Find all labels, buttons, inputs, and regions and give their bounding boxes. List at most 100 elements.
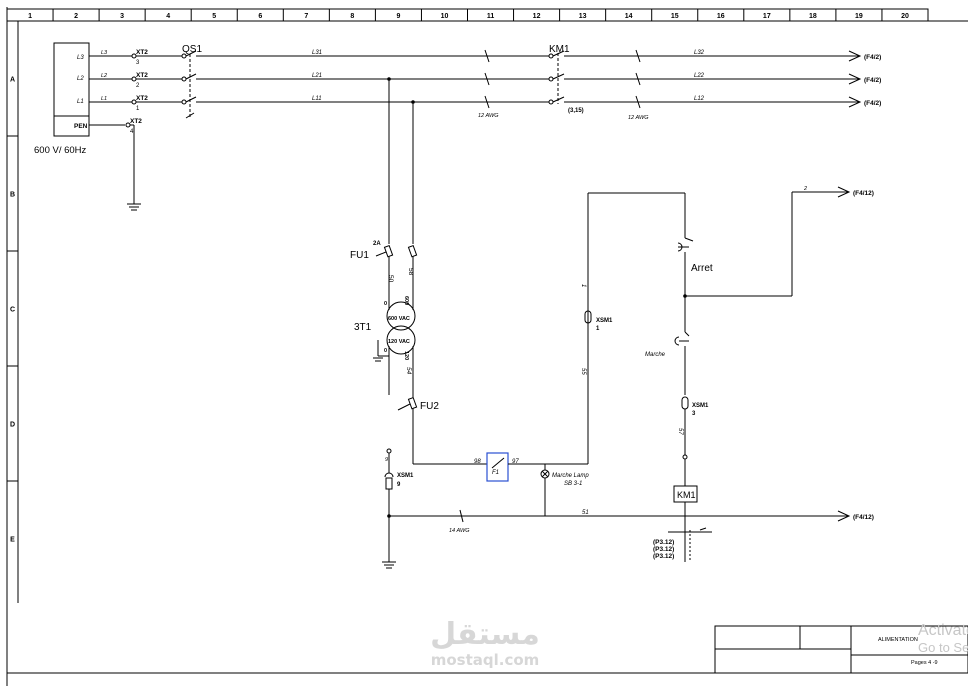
terminal-block-label-1: XT2 <box>136 95 148 102</box>
wire-label-l11: L11 <box>312 96 322 102</box>
fu1-label: FU1 <box>350 250 369 261</box>
qs1-disconnect-switch <box>181 50 197 119</box>
transformer-primary-rating: 600 VAC <box>388 316 410 322</box>
column-label: 10 <box>441 13 449 20</box>
wire-label-9: 9 <box>385 457 388 463</box>
column-label: 5 <box>212 13 216 20</box>
row-label: E <box>10 537 15 544</box>
terminal-node-9 <box>386 448 392 454</box>
column-label: 16 <box>717 13 725 20</box>
gauge-label-14awg: 14 AWG <box>449 528 470 534</box>
output-ref-51: (F4/12) <box>853 514 874 521</box>
output-arrow-l2 <box>848 73 862 85</box>
xsm1-terminal-9 <box>384 472 394 490</box>
terminal-number-4: 4 <box>130 129 134 135</box>
output-arrow-l1 <box>848 96 862 108</box>
f1-overload-relay[interactable] <box>486 452 509 482</box>
gauge-label-12awg-a: 12 AWG <box>478 113 499 119</box>
column-label: 2 <box>74 13 78 20</box>
f1-label: F1 <box>492 470 499 476</box>
km1-main-contacts <box>548 50 565 105</box>
f1-terminal-97: 97 <box>512 459 519 465</box>
lamp-ref: SB 3-1 <box>564 481 582 487</box>
column-label: 13 <box>579 13 587 20</box>
column-label: 11 <box>487 13 495 20</box>
row-label: C <box>10 307 15 314</box>
terminal-number-3: 3 <box>136 60 140 66</box>
xsm1-1-number: 1 <box>596 326 600 332</box>
gauge-tick-14awg <box>459 509 464 523</box>
km1-contact-ref: (3,15) <box>568 108 584 114</box>
column-label: 1 <box>28 13 32 20</box>
transformer-pin-s0: 0 <box>384 348 387 354</box>
fu1-fuse <box>375 244 418 300</box>
gauge-ticks-12awg-a <box>484 49 490 109</box>
gauge-ticks-12awg-b <box>635 49 641 109</box>
row-label: A <box>10 77 15 84</box>
stop-pushbutton[interactable] <box>677 237 694 296</box>
transformer-3t1 <box>386 300 416 395</box>
row-ruler-labels: A B C D E <box>10 77 15 544</box>
output-ref-2: (F4/12) <box>853 190 874 197</box>
output-arrow-2 <box>837 186 851 198</box>
output-arrow-l3 <box>848 50 862 62</box>
row-label: D <box>10 422 15 429</box>
wire-label-51: 51 <box>582 510 589 516</box>
km1-ref-3: (P3.12) <box>653 553 674 560</box>
ground-symbol-transformer <box>373 357 383 362</box>
title-block-title: ALIMENTATION <box>878 637 918 643</box>
column-label: 6 <box>258 13 262 20</box>
terminal-block-label-4: XT2 <box>130 118 142 125</box>
column-label: 15 <box>671 13 679 20</box>
fu1-rating: 2A <box>373 241 381 247</box>
fu2-label: FU2 <box>420 401 439 412</box>
wire-label-57: 57 <box>677 428 683 435</box>
row-label: B <box>10 192 15 199</box>
wire-label-55: 55 <box>580 368 586 375</box>
output-arrow-51 <box>837 510 851 522</box>
output-ref-l1: (F4/2) <box>864 100 881 107</box>
xsm1-terminal-3 <box>681 396 689 455</box>
qs1-label: QS1 <box>182 44 202 55</box>
mostaql-watermark: مستقل mostaql.com <box>424 618 546 674</box>
column-label: 7 <box>304 13 308 20</box>
title-block-pages: Pages 4 -9 <box>911 660 938 666</box>
wire-label-l31: L31 <box>312 50 322 56</box>
transformer-label: 3T1 <box>354 322 372 333</box>
output-ref-l3: (F4/2) <box>864 54 881 61</box>
column-label: 20 <box>901 13 909 20</box>
start-pushbutton[interactable] <box>674 331 690 395</box>
supply-voltage-label: 600 V/ 60Hz <box>34 145 87 156</box>
ground-symbol-pen <box>127 203 141 211</box>
watermark-latin: mostaql.com <box>430 651 540 669</box>
km1-ref-1: (P3.12) <box>653 539 674 546</box>
km1-coil-label: KM1 <box>677 490 696 500</box>
terminal-block-label-3: XT2 <box>136 49 148 56</box>
transformer-pin-p600: 600 <box>403 296 409 305</box>
gauge-label-12awg-b: 12 AWG <box>628 115 649 121</box>
column-ruler-ticks <box>52 9 883 21</box>
source-line-l1: L1 <box>77 99 84 105</box>
column-label: 14 <box>625 13 633 20</box>
title-block <box>714 625 968 674</box>
source-line-l3: L3 <box>77 55 84 61</box>
column-label: 9 <box>396 13 400 20</box>
fu1-wire-58: 58 <box>407 268 414 276</box>
fu2-fuse <box>397 395 418 411</box>
km1-main-label: KM1 <box>549 44 570 55</box>
wire-label-l12: L12 <box>694 96 705 102</box>
xsm1-terminal-1 <box>584 310 592 324</box>
wire-label-l2-in: L2 <box>101 73 107 79</box>
wire-label-l1-in: L1 <box>101 96 107 102</box>
terminal-number-2: 2 <box>136 83 140 89</box>
fu1-wire-50: 50 <box>387 275 394 283</box>
km1-contact-crossref-symbol <box>668 527 712 560</box>
row-ruler-ticks <box>7 135 18 482</box>
start-label: Marche <box>645 352 666 358</box>
terminal-block-label-2: XT2 <box>136 72 148 79</box>
activation-line-2: Go to Settings <box>918 640 968 655</box>
column-label: 3 <box>120 13 124 20</box>
transformer-wire-54: 54 <box>405 367 412 375</box>
